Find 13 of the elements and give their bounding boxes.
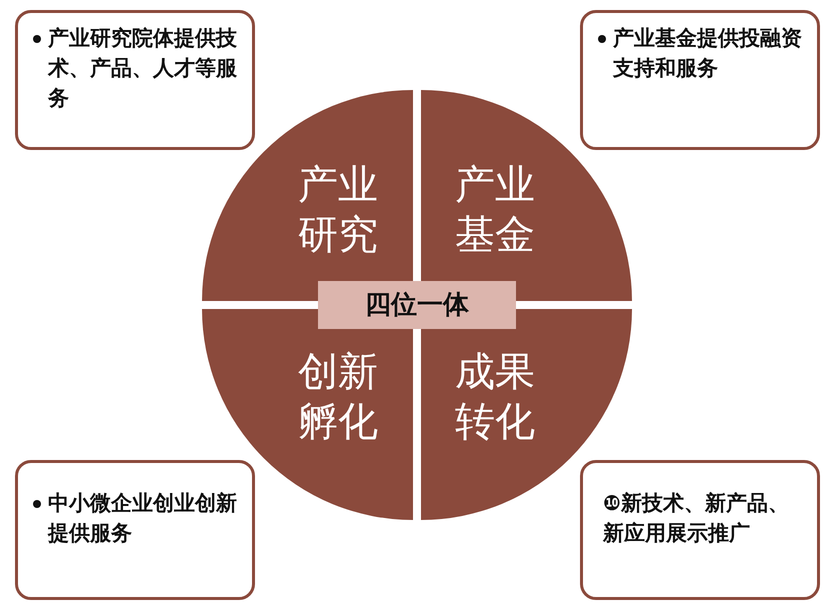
card-text: 产业基金提供投融资支持和服务 <box>613 25 803 82</box>
quadrant-label: 产业研究 <box>297 161 379 260</box>
card-text: 产业研究院体提供技术、产品、人才等服务 <box>48 25 238 112</box>
quadrant-label: 成果转化 <box>454 348 536 447</box>
text-card <box>580 460 820 600</box>
center-label-box: 四位一体 <box>318 281 516 329</box>
card-text: 中小微企业创业创新提供服务 <box>48 490 238 547</box>
quadrant-label: 产业基金 <box>454 161 536 260</box>
quadrant-label: 创新孵化 <box>297 348 379 447</box>
card-text: ❿新技术、新产品、新应用展示推广 <box>603 490 790 547</box>
text-card <box>15 460 255 600</box>
text-card <box>580 10 820 150</box>
text-card <box>15 10 255 150</box>
